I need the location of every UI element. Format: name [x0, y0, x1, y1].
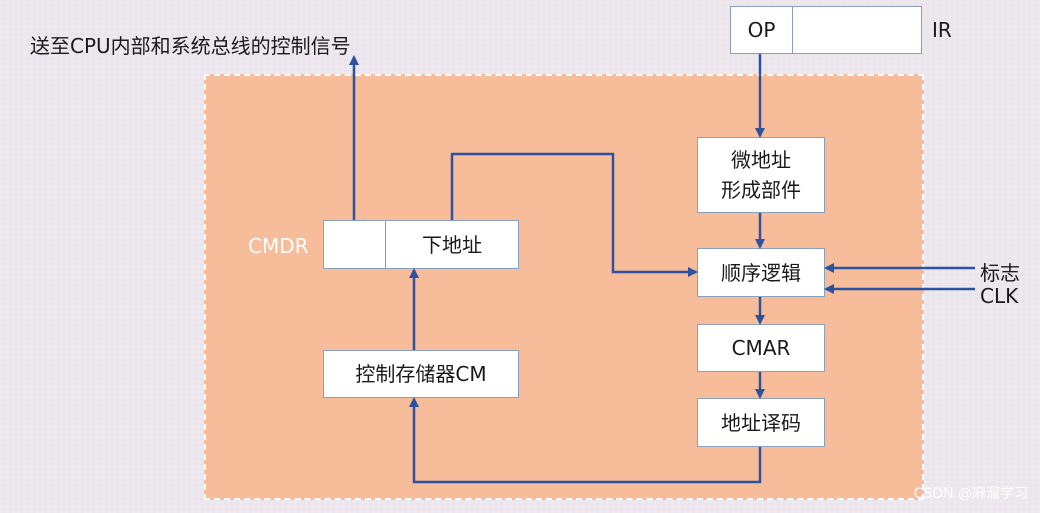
wire-decoder-to-control-store: [409, 397, 762, 484]
cmdr-register: 下地址: [323, 220, 519, 269]
watermark-text: CSDN @麻溜学习: [913, 486, 1028, 502]
ir-op-label: OP: [747, 18, 776, 42]
ir-label: IR: [932, 18, 952, 42]
cmdr-label: CMDR: [248, 234, 309, 258]
ir-register: OP: [730, 6, 922, 54]
flag-input-label: 标志: [980, 261, 1020, 285]
control-store-block: 控制存储器CM: [323, 350, 519, 398]
clk-input-label: CLK: [980, 284, 1019, 308]
control-signal-label: 送至CPU内部和系统总线的控制信号: [30, 34, 351, 58]
cmar-label: CMAR: [731, 336, 791, 360]
wire-next-address-to-sequence-logic: [450, 152, 698, 277]
micro-address-generator-label: 微地址 形成部件: [721, 148, 801, 202]
cmdr-control-field: [324, 221, 386, 268]
next-address-label: 下地址: [422, 232, 482, 257]
ir-op-field: OP: [731, 7, 793, 53]
address-decoder-block: 地址译码: [697, 398, 825, 447]
sequence-logic-label: 顺序逻辑: [721, 260, 801, 285]
address-decoder-label: 地址译码: [721, 410, 801, 435]
control-store-label: 控制存储器CM: [355, 362, 487, 386]
cmar-block: CMAR: [697, 324, 825, 372]
cmdr-next-address-field: 下地址: [386, 221, 518, 268]
